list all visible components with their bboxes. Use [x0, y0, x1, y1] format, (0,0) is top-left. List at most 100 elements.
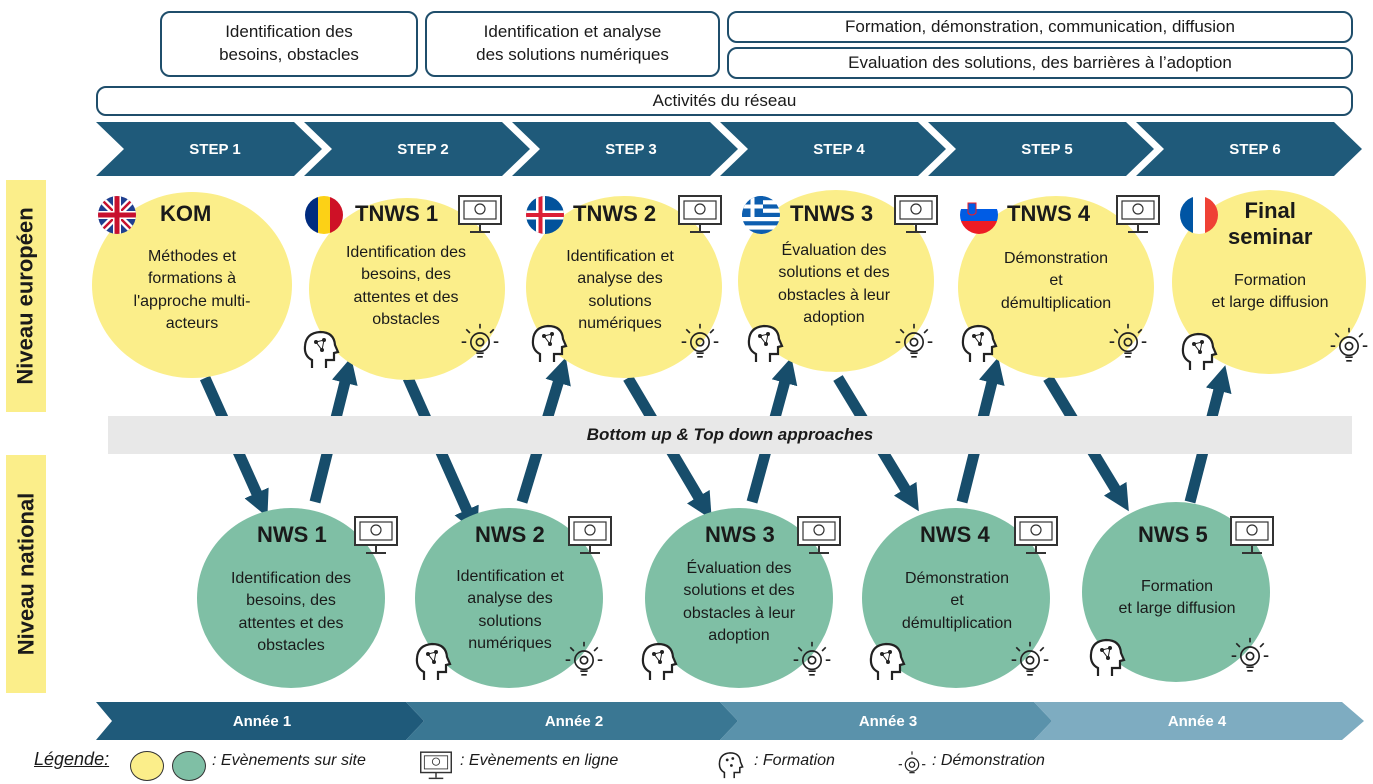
- year-3-label: Année 3: [858, 712, 918, 730]
- year-1-segment: [96, 702, 424, 740]
- tnws3-desc: Évaluation des solutions et des obstacle…: [777, 242, 891, 327]
- monitor-icon: [420, 751, 452, 780]
- lightbulb-demo-icon: [1011, 641, 1049, 676]
- head-training-icon: [415, 642, 452, 680]
- step-1-chevron: [96, 122, 322, 176]
- final-seminar-title: Final seminar: [1228, 198, 1313, 250]
- evaluation-box: Evaluation des solutions, des barrières …: [727, 47, 1353, 79]
- legend-onsite-text: : Evènements sur site: [212, 752, 366, 769]
- slovenia-flag-icon: [960, 196, 998, 234]
- step-2-chevron: [304, 122, 530, 176]
- step-5-chevron: [928, 122, 1154, 176]
- kom-title: KOM: [160, 201, 212, 226]
- event-circle-nws1: [197, 508, 385, 688]
- step-4-label: STEP 4: [813, 140, 865, 158]
- training-box-text: Formation, démonstration, communication,…: [845, 16, 1235, 36]
- legend-training-text: : Formation: [754, 752, 835, 769]
- head-training-icon: [718, 752, 744, 779]
- european-level-label: Niveau européen: [6, 180, 46, 412]
- nws1-desc: Identification des besoins, des attentes…: [230, 570, 352, 655]
- training-box: Formation, démonstration, communication,…: [727, 11, 1353, 43]
- year-4-label: Année 4: [1167, 712, 1227, 730]
- france-flag-icon: [1180, 196, 1218, 234]
- nws2-desc: Identification et analyse des solutions …: [456, 568, 564, 653]
- step-3-chevron: [512, 122, 738, 176]
- nws3-title: NWS 3: [705, 522, 775, 547]
- head-training-icon: [531, 324, 568, 362]
- head-training-icon: [303, 330, 340, 368]
- legend-title: Légende:: [34, 749, 110, 769]
- head-training-icon: [747, 324, 784, 362]
- monitor-icon: [568, 516, 612, 554]
- step-6-label: STEP 6: [1229, 140, 1281, 158]
- lightbulb-demo-icon: [1231, 637, 1269, 672]
- step-2-label: STEP 2: [397, 140, 449, 158]
- greece-flag-icon: [742, 196, 780, 234]
- monitor-icon: [458, 195, 502, 233]
- monitor-icon: [1230, 516, 1274, 554]
- national-level-label: Niveau national: [6, 455, 46, 693]
- network-box: Activités du réseau: [96, 86, 1353, 116]
- lightbulb-demo-icon: [681, 323, 719, 358]
- legend-demo-text: : Démonstration: [932, 752, 1045, 769]
- nws5-desc: Formation et large diffusion: [1118, 578, 1236, 618]
- legend-online-text: : Evènements en ligne: [460, 752, 619, 769]
- tnws1-desc: Identification des besoins, des attentes…: [345, 244, 467, 329]
- legend-yellow-circle: [130, 751, 164, 781]
- monitor-icon: [354, 516, 398, 554]
- nws4-title: NWS 4: [920, 522, 990, 547]
- legend-green-circle: [172, 751, 206, 781]
- lightbulb-demo-icon: [793, 641, 831, 676]
- needs-box: Identification des besoins, obstacles: [160, 11, 418, 77]
- monitor-icon: [678, 195, 722, 233]
- year-2-segment: [406, 702, 738, 740]
- monitor-icon: [894, 195, 938, 233]
- year-2-label: Année 2: [544, 712, 604, 730]
- year-4-segment: [1034, 702, 1364, 740]
- step-4-chevron: [720, 122, 946, 176]
- tnws4-desc: Démonstration et démultiplication: [1000, 250, 1112, 312]
- uk-flag-icon: [98, 196, 136, 234]
- head-training-icon: [869, 642, 906, 680]
- final-seminar-desc: Formation et large diffusion: [1211, 272, 1329, 312]
- step-6-chevron: [1136, 122, 1362, 176]
- step-3-label: STEP 3: [605, 140, 657, 158]
- monitor-icon: [797, 516, 841, 554]
- monitor-icon: [1014, 516, 1058, 554]
- lightbulb-demo-icon: [1330, 327, 1368, 362]
- network-box-text: Activités du réseau: [652, 90, 797, 110]
- head-training-icon: [1089, 638, 1126, 676]
- tnws1-title: TNWS 1: [355, 201, 439, 226]
- nws2-title: NWS 2: [475, 522, 545, 547]
- solutions-box: Identification et analyse des solutions …: [425, 11, 720, 77]
- event-circle-tnws1: [309, 198, 505, 380]
- needs-box-text: Identification des besoins, obstacles: [219, 22, 359, 64]
- nws5-title: NWS 5: [1138, 522, 1208, 547]
- approach-banner: Bottom up & Top down approaches: [108, 416, 1352, 454]
- monitor-icon: [1116, 195, 1160, 233]
- romania-flag-icon: [305, 196, 343, 234]
- lightbulb-demo-icon: [898, 751, 926, 774]
- nws3-desc: Évaluation des solutions et des obstacle…: [682, 560, 796, 645]
- step-5-label: STEP 5: [1021, 140, 1073, 158]
- kom-desc: Méthodes et formations à l'approche mult…: [133, 248, 251, 333]
- head-training-icon: [1181, 332, 1218, 370]
- lightbulb-demo-icon: [1109, 323, 1147, 358]
- tnws3-title: TNWS 3: [790, 201, 874, 226]
- step-1-label: STEP 1: [189, 140, 241, 158]
- tnws2-desc: Identification et analyse des solutions …: [566, 248, 674, 333]
- head-training-icon: [961, 324, 998, 362]
- lightbulb-demo-icon: [895, 323, 933, 358]
- nws4-desc: Démonstration et démultiplication: [901, 570, 1013, 632]
- lightbulb-demo-icon: [461, 323, 499, 358]
- iceland-flag-icon: [526, 196, 564, 234]
- solutions-box-text: Identification et analyse des solutions …: [476, 22, 669, 64]
- tnws4-title: TNWS 4: [1007, 201, 1091, 226]
- lightbulb-demo-icon: [565, 641, 603, 676]
- year-1-label: Année 1: [232, 712, 292, 730]
- head-training-icon: [641, 642, 678, 680]
- year-3-segment: [720, 702, 1052, 740]
- evaluation-box-text: Evaluation des solutions, des barrières …: [848, 52, 1232, 72]
